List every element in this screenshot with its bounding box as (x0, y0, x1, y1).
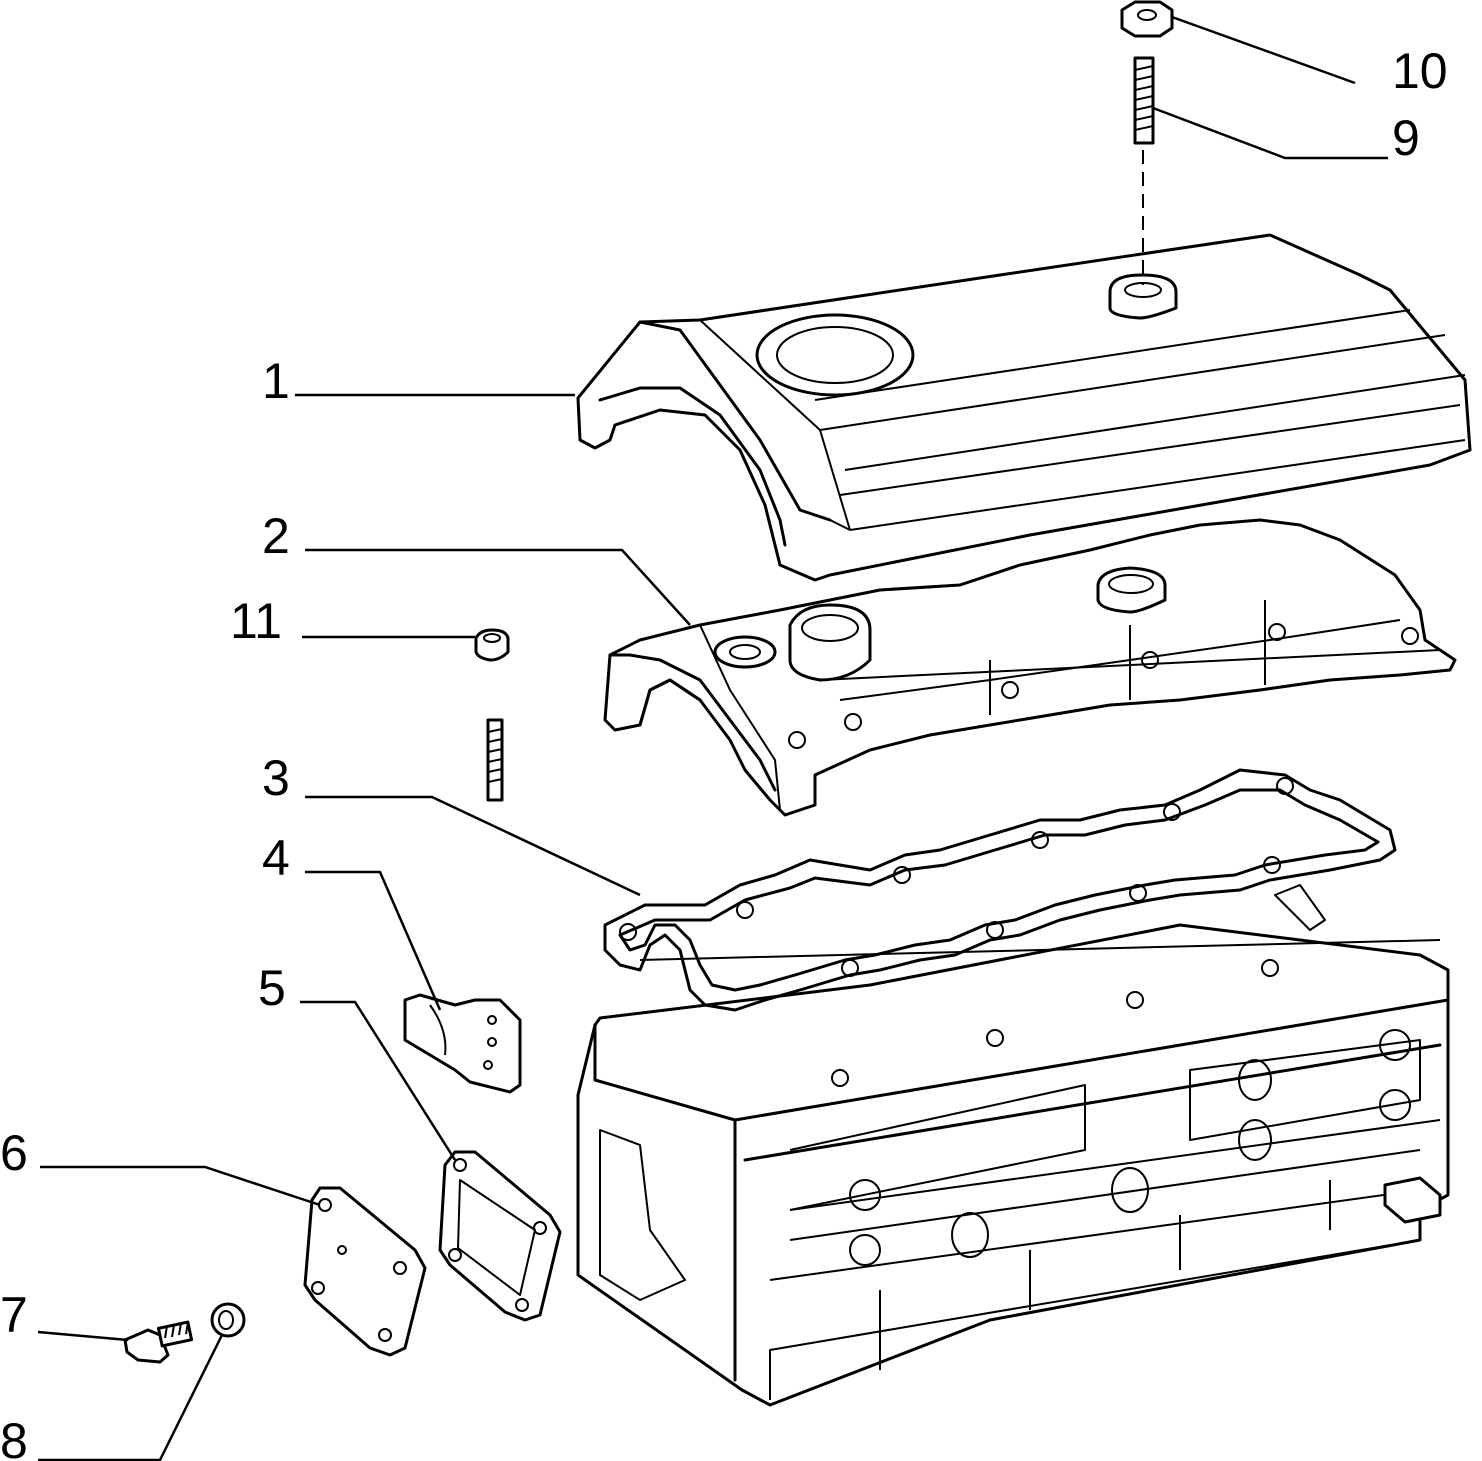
callout-3: 3 (262, 750, 290, 806)
callout-10: 10 (1392, 43, 1448, 99)
callout-1: 1 (262, 353, 290, 409)
top-cover (576, 233, 1472, 582)
stud-and-nut (1120, 0, 1174, 285)
callout-11: 11 (230, 593, 282, 649)
small-stud-and-nut (474, 628, 510, 802)
washer (210, 1302, 246, 1338)
rocker-cover (603, 518, 1457, 817)
cover-plate (303, 1186, 427, 1357)
callout-6: 6 (0, 1125, 28, 1181)
bolt (123, 1320, 194, 1364)
callout-5: 5 (258, 960, 286, 1016)
callout-2: 2 (262, 508, 290, 564)
cover-gasket (438, 1150, 562, 1322)
bracket-plate (403, 993, 522, 1094)
callout-7: 7 (0, 1287, 28, 1343)
callout-9: 9 (1392, 110, 1420, 166)
gasket (603, 768, 1397, 1087)
cylinder-head (576, 884, 1450, 1407)
leader-lines (37, 15, 1388, 1461)
callout-8: 8 (0, 1413, 28, 1461)
callout-4: 4 (262, 830, 290, 886)
